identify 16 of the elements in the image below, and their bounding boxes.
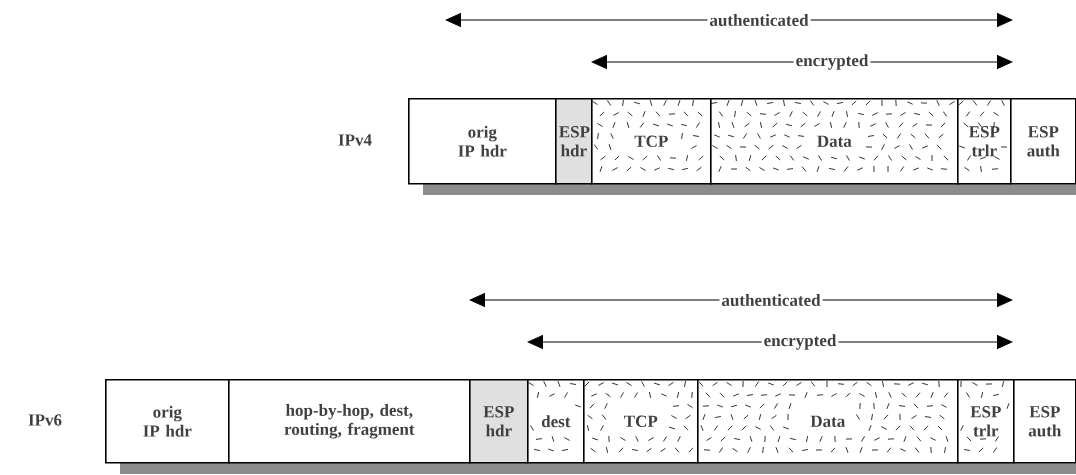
row-label: IPv6 (28, 414, 62, 426)
field-box: ESP hdr (469, 379, 529, 464)
dimension-label: encrypted (761, 332, 839, 352)
field-box: ESP auth (1010, 98, 1076, 185)
field-box: ESP hdr (555, 98, 593, 185)
dimension-label: encrypted (793, 52, 871, 72)
field-box: orig IP hdr (408, 98, 557, 185)
field-box: orig IP hdr (105, 379, 230, 464)
field-box: ESP trlr (957, 98, 1012, 185)
dimension-label: authenticated (707, 12, 811, 28)
field-box: ESP trlr (957, 379, 1015, 464)
field-box: ESP auth (1013, 379, 1076, 464)
row-label: IPv4 (338, 134, 372, 146)
dimension-label: authenticated (719, 292, 823, 308)
field-box: TCP (591, 98, 712, 185)
field-box: dest (527, 379, 585, 464)
